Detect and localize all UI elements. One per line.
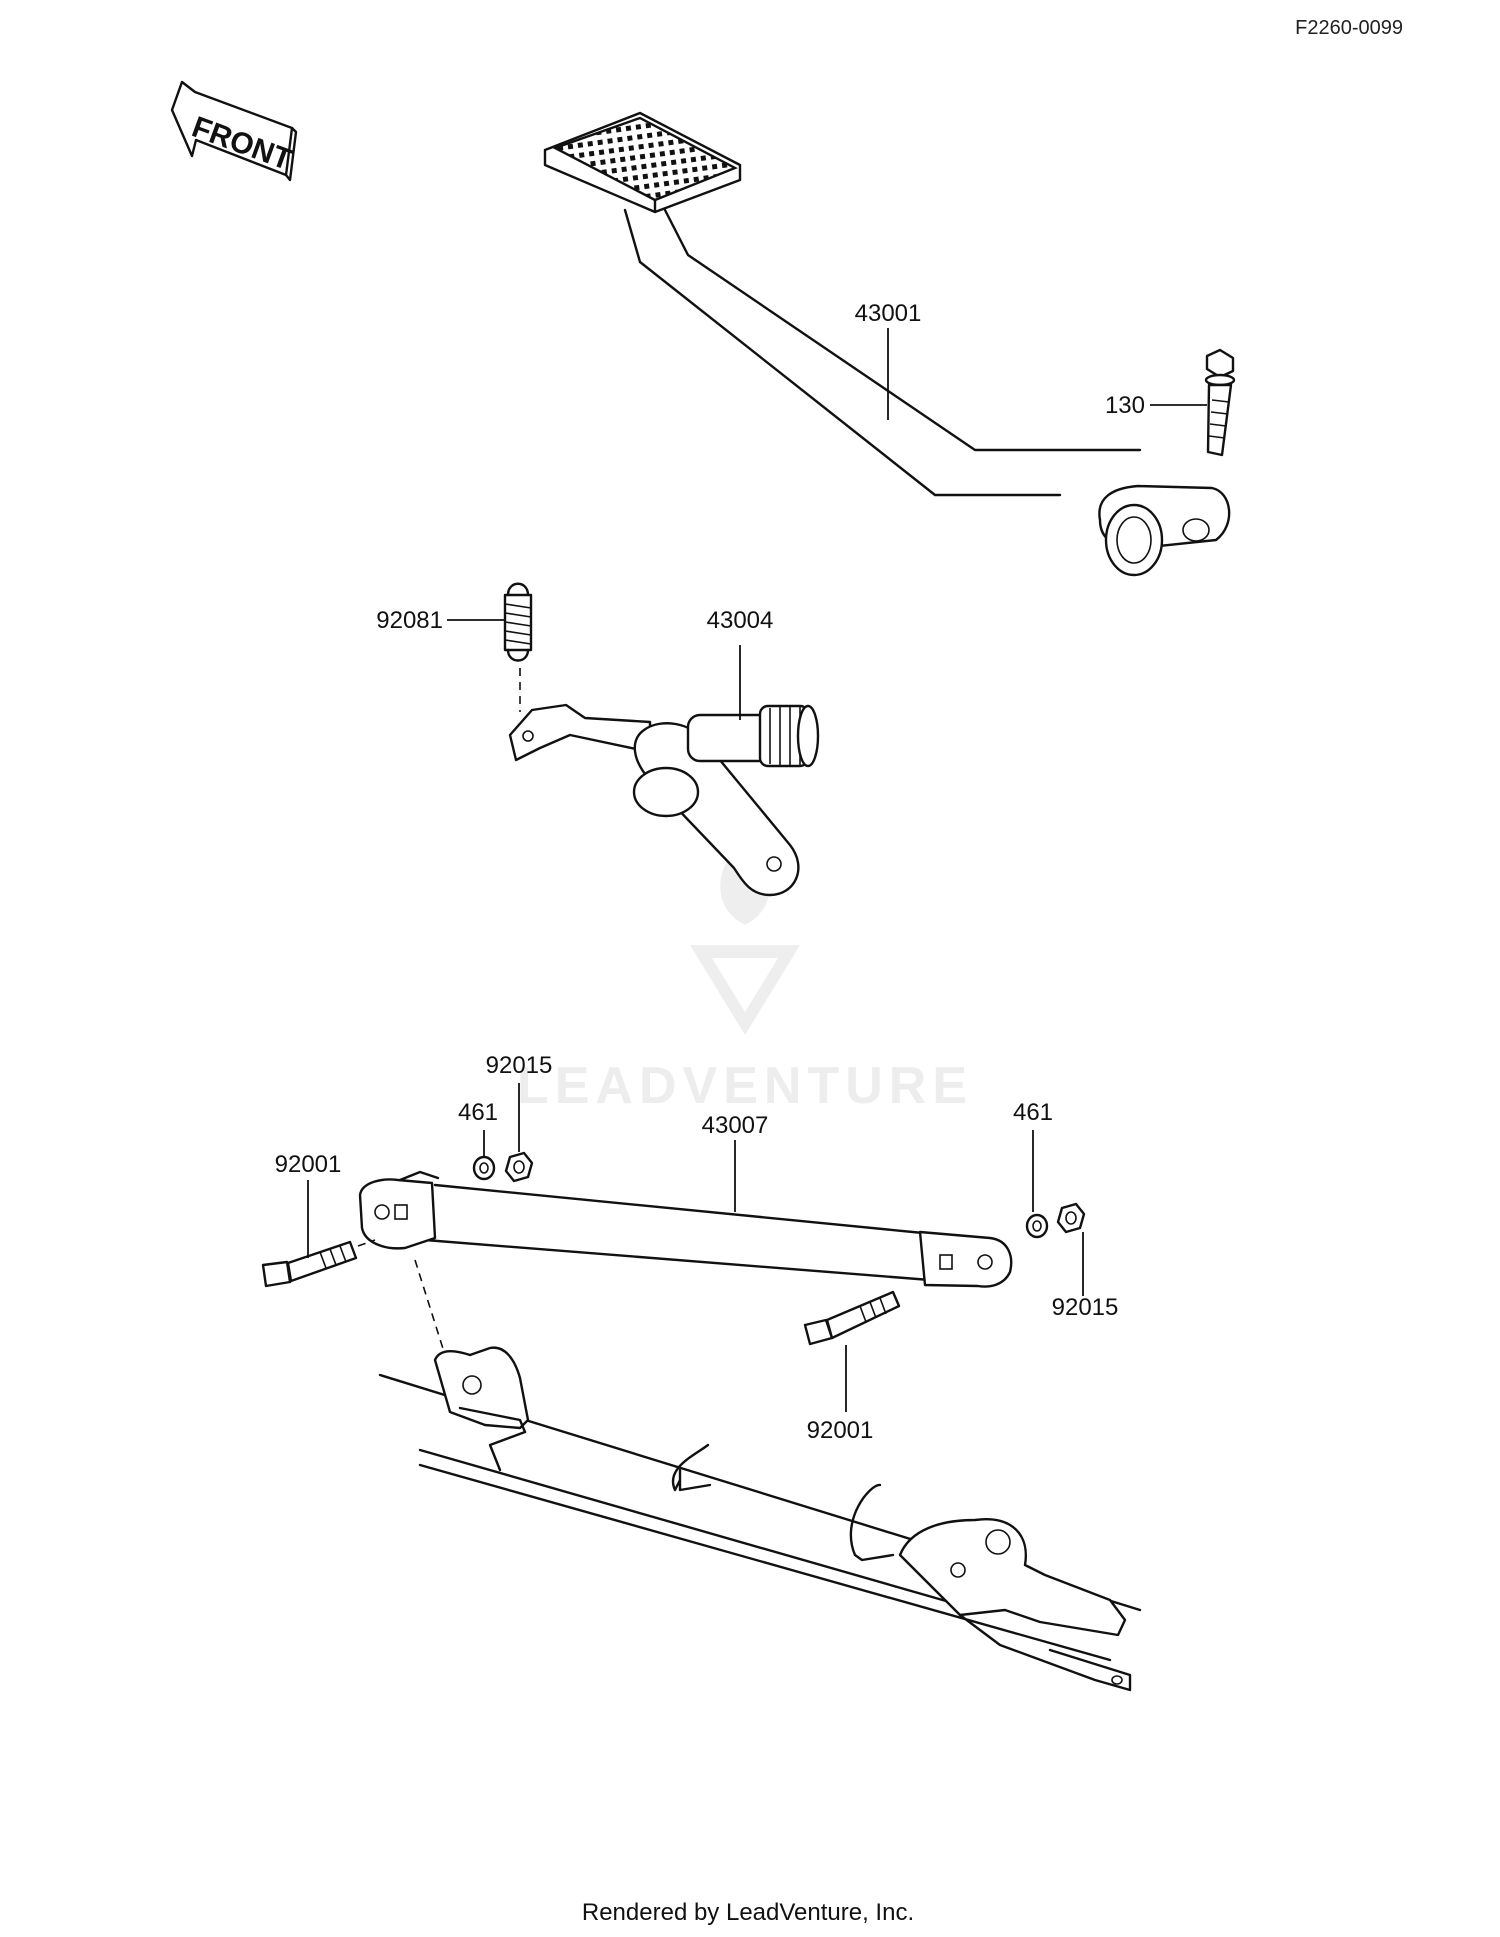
brake-lever-shaft — [508, 703, 820, 897]
part-number-43004: 43004 — [707, 607, 774, 634]
bolt-right — [803, 1290, 901, 1346]
part-number-92001-right: 92001 — [807, 1417, 874, 1444]
part-number-92001-left: 92001 — [275, 1151, 342, 1178]
washer-right — [1025, 1213, 1049, 1239]
part-number-461-right: 461 — [1013, 1099, 1053, 1126]
frame-bracket — [378, 1259, 1142, 1692]
diagram-code: F2260-0099 — [1295, 17, 1403, 39]
pedal-bolt — [1204, 348, 1236, 457]
bolt-left — [261, 1239, 376, 1288]
part-number-43001: 43001 — [855, 300, 922, 327]
part-number-92015-right: 92015 — [1052, 1294, 1119, 1321]
part-number-92015-left: 92015 — [486, 1052, 553, 1079]
part-number-43007: 43007 — [702, 1112, 769, 1139]
brake-rod — [358, 1170, 1013, 1288]
brake-pedal — [543, 111, 1231, 577]
nut-left — [504, 1151, 534, 1183]
return-spring — [503, 582, 533, 712]
nut-right — [1056, 1202, 1086, 1234]
part-number-461-left: 461 — [458, 1099, 498, 1126]
footer-credit: Rendered by LeadVenture, Inc. — [582, 1899, 914, 1926]
front-direction-arrow-icon: FRONT — [170, 80, 298, 182]
watermark-text: LEADVENTURE — [517, 1057, 973, 1115]
washer-left — [472, 1155, 496, 1181]
part-number-92081: 92081 — [376, 607, 443, 634]
part-number-130: 130 — [1105, 392, 1145, 419]
